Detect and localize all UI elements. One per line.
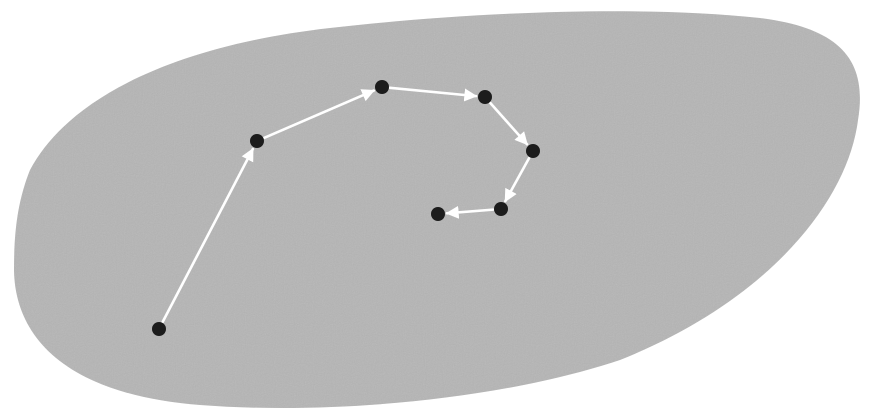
path-points xyxy=(152,80,540,336)
step-arrow-5 xyxy=(504,156,531,203)
path-point-6 xyxy=(494,202,508,216)
path-point-1 xyxy=(152,322,166,336)
step-arrow-6 xyxy=(445,205,495,219)
path-point-5 xyxy=(526,144,540,158)
path-point-3 xyxy=(375,80,389,94)
step-arrow-1 xyxy=(161,147,255,324)
step-arrow-3 xyxy=(388,86,478,102)
path-point-4 xyxy=(478,90,492,104)
path-point-7 xyxy=(431,207,445,221)
step-arrow-4 xyxy=(489,101,529,146)
path-point-2 xyxy=(250,134,264,148)
step-arrow-2 xyxy=(263,89,376,140)
step-arrows xyxy=(161,86,531,324)
